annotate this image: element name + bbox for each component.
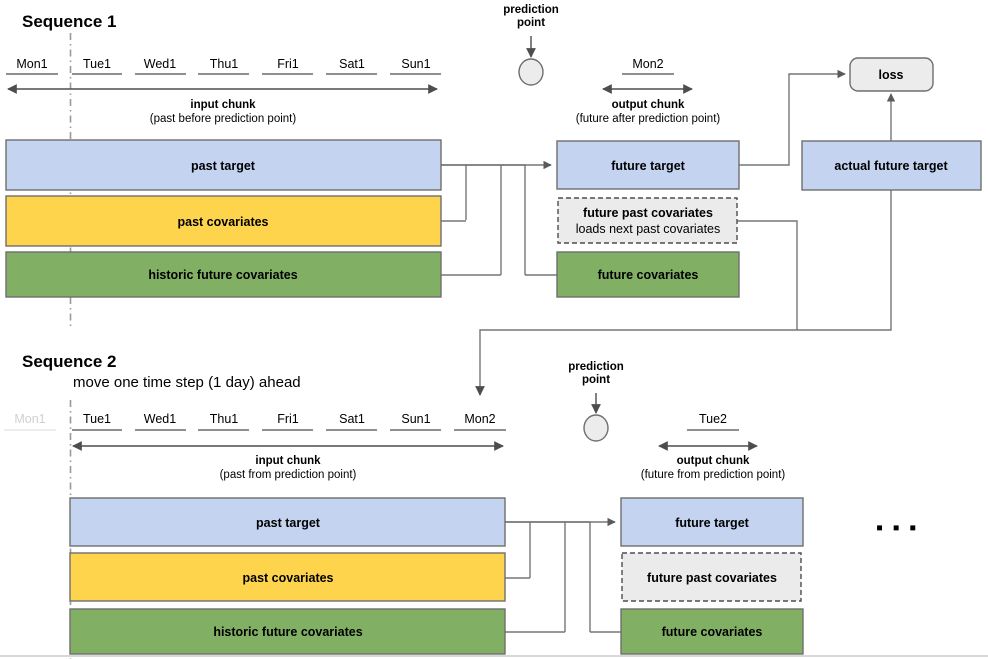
sequence2-input-chunk-label: input chunk: [255, 455, 321, 467]
box-future-target: future target: [556, 140, 740, 190]
box-label: past target: [191, 159, 256, 173]
box-historic-future-covariates-2: historic future covariates: [69, 608, 506, 655]
sequence2-output-day-label: Tue2: [699, 412, 727, 426]
sequence1-title: Sequence 1: [22, 12, 117, 31]
connector-target-bus-2: [505, 521, 566, 632]
box-label: actual future target: [834, 159, 948, 173]
box-label: future covariates: [662, 625, 763, 639]
box-label: future past covariates: [583, 206, 713, 220]
day-label-dim: Mon1: [14, 412, 45, 426]
sequence2-ellipsis: ▪ ▪ ▪: [876, 517, 918, 539]
box-past-target: past target: [5, 139, 442, 191]
box-loss: loss: [849, 57, 934, 92]
box-label: future covariates: [598, 268, 699, 282]
sequence1-output-chunk-note: (future after prediction point): [576, 113, 721, 125]
box-historic-future-covariates: historic future covariates: [5, 251, 442, 298]
day-label: Thu1: [210, 412, 239, 426]
day-label: Wed1: [144, 412, 176, 426]
box-label: future past covariates: [647, 571, 777, 585]
sequence1-output-chunk-label: output chunk: [612, 99, 685, 111]
sequence2-prediction-point-marker: [583, 414, 609, 442]
box-label: past covariates: [242, 571, 333, 585]
box-label: future target: [611, 159, 685, 173]
box-future-target-2: future target: [620, 497, 804, 547]
sequence1-output-day-label: Mon2: [632, 57, 663, 71]
sequence1-input-chunk-label: input chunk: [190, 99, 256, 111]
day-label: Mon1: [16, 57, 47, 71]
sequence2-prediction-point-line1: prediction: [568, 361, 624, 373]
connector-target-bus: [441, 164, 502, 275]
day-label: Fri1: [277, 412, 299, 426]
connector-merge-bus: [466, 164, 526, 275]
box-label: loss: [878, 68, 903, 82]
connector-future-target-to-loss: [739, 69, 846, 166]
sequence1-prediction-point-marker: [518, 58, 544, 86]
sequence2-output-chunk-label: output chunk: [677, 455, 750, 467]
day-label: Tue1: [83, 412, 111, 426]
box-past-target-2: past target: [69, 497, 506, 547]
connector-past-target-2: [505, 521, 531, 578]
day-label: Sun1: [401, 57, 430, 71]
box-label: past covariates: [177, 215, 268, 229]
day-label: Sat1: [339, 412, 365, 426]
sequence2-day-axis: Mon1 Tue1 Wed1 Thu1 Fri1 Sat1 Sun1 Mon2: [4, 412, 506, 431]
day-label: Fri1: [277, 57, 299, 71]
day-label: Tue1: [83, 57, 111, 71]
box-future-past-covariates-2: future past covariates: [621, 552, 802, 602]
sequence1-day-axis: Mon1 Tue1 Wed1 Thu1 Fri1 Sat1 Sun1: [6, 57, 441, 75]
sequence1-prediction-point-line1: prediction: [503, 4, 559, 16]
box-past-covariates: past covariates: [5, 195, 442, 247]
sequence2-title: Sequence 2: [22, 352, 117, 371]
day-label: Wed1: [144, 57, 176, 71]
sequence1-prediction-point-line2: point: [517, 17, 545, 29]
connector-future-past-covariates-down: [737, 220, 798, 330]
box-sublabel: loads next past covariates: [576, 222, 721, 236]
box-future-covariates: future covariates: [556, 251, 740, 298]
sequence2-subtitle: move one time step (1 day) ahead: [73, 374, 301, 391]
connector-past-target: [441, 164, 467, 220]
day-label: Sat1: [339, 57, 365, 71]
box-future-covariates-2: future covariates: [620, 608, 804, 655]
sequence2-prediction-point-line2: point: [582, 374, 610, 386]
box-label: past target: [256, 516, 321, 530]
sequence2-input-chunk-note: (past from prediction point): [220, 469, 357, 481]
box-label: historic future covariates: [213, 625, 362, 639]
day-label: Thu1: [210, 57, 239, 71]
box-past-covariates-2: past covariates: [69, 552, 506, 602]
box-future-past-covariates: future past covariates loads next past c…: [557, 197, 738, 244]
sequence1-input-chunk-note: (past before prediction point): [150, 113, 297, 125]
box-actual-future-target: actual future target: [801, 140, 982, 191]
connector-merge-bus-2: [530, 521, 591, 632]
box-label: historic future covariates: [148, 268, 297, 282]
day-label: Sun1: [401, 412, 430, 426]
connector-seq1-to-seq2: [475, 190, 892, 396]
day-label: Mon2: [464, 412, 495, 426]
box-label: future target: [675, 516, 749, 530]
sequence2-output-chunk-note: (future from prediction point): [641, 469, 786, 481]
